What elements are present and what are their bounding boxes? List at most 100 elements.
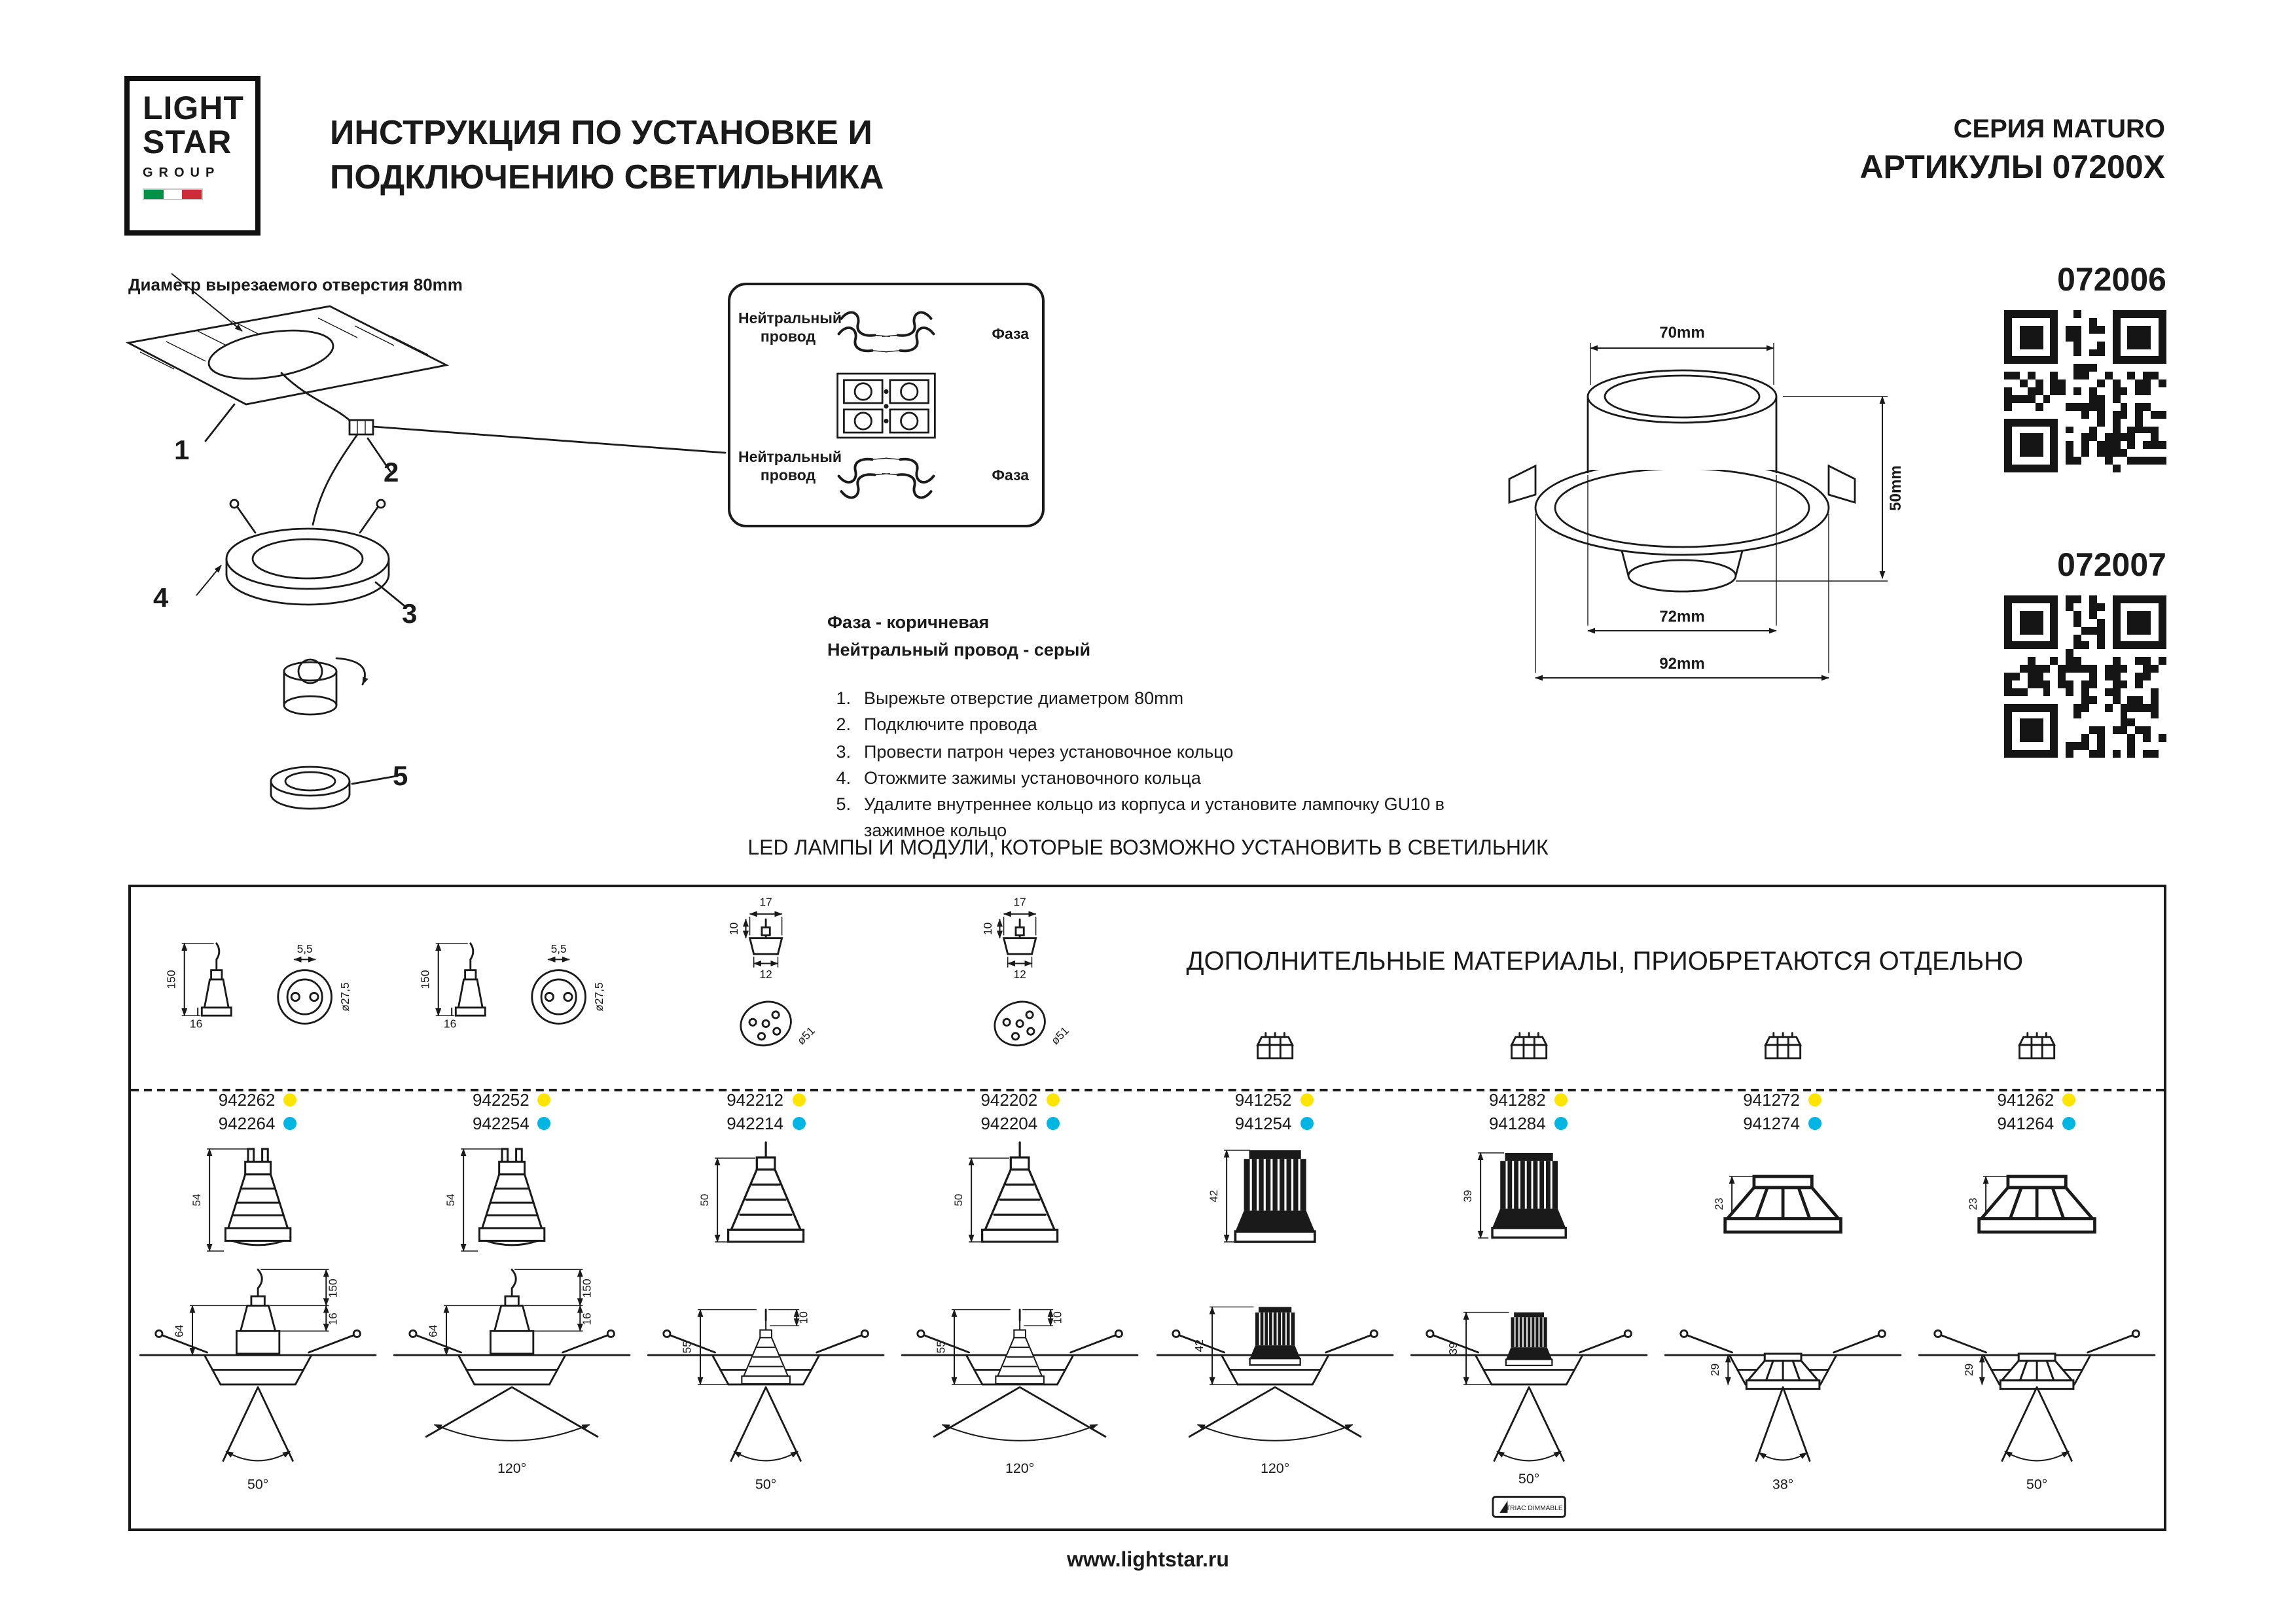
warm-white-dot xyxy=(1554,1093,1568,1107)
warm-white-dot xyxy=(1808,1093,1821,1107)
callout-4: 4 xyxy=(153,584,169,614)
series-name: СЕРИЯ MATURO xyxy=(1953,115,2165,144)
step-number: 2. xyxy=(836,715,851,735)
module-column-6: 941282 941284 39 39 50° xyxy=(1401,887,1655,1528)
article-code: 942214 xyxy=(726,1114,783,1134)
accessories-title: ДОПОЛНИТЕЛЬНЫЕ МАТЕРИАЛЫ, ПРИОБРЕТАЮТСЯ … xyxy=(1186,947,2024,976)
dim-label: 50 xyxy=(953,1193,965,1206)
dim-label: 16 xyxy=(327,1313,340,1325)
connector-icon xyxy=(1764,1032,1801,1059)
step-number: 1. xyxy=(836,688,851,708)
dim-label: 5,5 xyxy=(551,942,567,955)
dim-label: 12 xyxy=(760,968,772,981)
dashed-divider xyxy=(131,1089,2164,1091)
step-text: Удалите внутреннее кольцо из корпуса и у… xyxy=(864,794,1444,841)
article-code: 942202 xyxy=(980,1090,1038,1110)
module-column-1: 150 16 5,5 ø27,5 942262 942264 54 xyxy=(131,887,385,1528)
dim-label: ø51 xyxy=(795,1024,817,1047)
cool-white-dot xyxy=(1300,1117,1314,1131)
installation-diagram xyxy=(125,273,726,810)
article-code: 941254 xyxy=(1234,1114,1292,1134)
neutral-wire-label: Нейтральный провод xyxy=(738,311,842,345)
dim-label: 55 xyxy=(935,1340,948,1352)
warm-white-dot xyxy=(2062,1093,2076,1107)
wiring-diagram-box: Нейтральный провод Фаза Нейтральный пров… xyxy=(728,283,1045,527)
articles-label: АРТИКУЛЫ 07200X xyxy=(1859,149,2165,186)
installed-drawing: 29 38° xyxy=(1664,1329,1901,1492)
beam-angle-label: 50° xyxy=(755,1476,776,1492)
dim-label: 12 xyxy=(1014,968,1026,981)
module-column-3: 10 17 12 ø51 942212 942214 xyxy=(639,887,893,1528)
legend-line: Нейтральный провод - серый xyxy=(827,639,1091,660)
lamp-drawing: 23 xyxy=(1967,1137,2164,1261)
page-title: ИНСТРУКЦИЯ ПО УСТАНОВКЕ И ПОДКЛЮЧЕНИЮ СВ… xyxy=(330,110,884,200)
dim-label: 150 xyxy=(419,970,432,989)
dim-label: 10 xyxy=(728,923,741,935)
phase-wire-label: Фаза xyxy=(992,468,1029,484)
step-item: 3.Провести патрон через установочное кол… xyxy=(830,739,1445,766)
dim-label: 29 xyxy=(1708,1363,1721,1375)
dimension-label: 50mm xyxy=(1887,465,1905,510)
installed-drawing: 29 50° xyxy=(1918,1329,2156,1492)
dim-label: 10 xyxy=(797,1311,810,1324)
lamp-drawing: 50 xyxy=(699,1140,805,1243)
article-row: 942252 xyxy=(473,1091,552,1110)
module-column-4: 10 17 12 ø51 942202 942204 xyxy=(893,887,1147,1528)
lamp-drawing: 54 xyxy=(444,1147,546,1252)
footer-url: www.lightstar.ru xyxy=(1067,1549,1229,1572)
logo-word: LIGHT xyxy=(143,90,244,127)
article-row: 942214 xyxy=(726,1114,806,1134)
dim-label: 5,5 xyxy=(297,942,313,955)
dim-label: 10 xyxy=(982,923,995,935)
article-code: 942204 xyxy=(980,1114,1038,1134)
lamp-drawing: 50 xyxy=(953,1140,1059,1243)
lamp-drawing: 39 xyxy=(1461,1151,1567,1239)
article-code: 942262 xyxy=(218,1090,276,1110)
lamp-drawing: 54 xyxy=(190,1147,292,1252)
step-item: 5.Удалите внутреннее кольцо из корпуса и… xyxy=(830,792,1445,845)
dimension-label: 70mm xyxy=(1659,324,1704,342)
step-item: 4.Отожмите зажимы установочного кольца xyxy=(830,766,1445,792)
qr-code xyxy=(2004,595,2166,758)
step-number: 3. xyxy=(836,741,851,761)
article-row: 941254 xyxy=(1235,1114,1314,1134)
dim-label: 16 xyxy=(444,1017,456,1031)
module-column-2: 150 16 5,5 ø27,5 942252 942254 54 xyxy=(385,887,639,1528)
beam-angle-label: 50° xyxy=(247,1476,268,1492)
beam-angle-label: 120° xyxy=(1260,1460,1289,1475)
article-row: 942264 xyxy=(219,1114,298,1134)
article-row: 941274 xyxy=(1743,1114,1822,1134)
article-row: 942202 xyxy=(980,1091,1060,1110)
article-row: 942262 xyxy=(219,1091,298,1110)
warm-white-dot xyxy=(1046,1093,1060,1107)
dim-label: 39 xyxy=(1461,1190,1473,1202)
dim-label: ø27,5 xyxy=(338,982,351,1011)
article-code: 941284 xyxy=(1488,1114,1546,1134)
callout-5: 5 xyxy=(393,762,408,792)
installed-drawing: 150 16 64 120° xyxy=(393,1268,631,1475)
warm-white-dot xyxy=(537,1093,551,1107)
installed-drawing: 10 55 120° xyxy=(901,1308,1139,1475)
beam-angle-label: 50° xyxy=(1518,1471,1539,1487)
article-code: 941264 xyxy=(1997,1114,2054,1134)
dim-label: 50 xyxy=(699,1193,711,1206)
dim-label: 64 xyxy=(427,1324,440,1337)
cool-white-dot xyxy=(792,1117,805,1131)
beam-angle-label: 50° xyxy=(2026,1476,2047,1492)
beam-angle-label: 120° xyxy=(497,1460,526,1475)
article-code: 072007 xyxy=(2057,547,2166,584)
page-title-line: ПОДКЛЮЧЕНИЮ СВЕТИЛЬНИКА xyxy=(330,157,884,197)
article-row: 941272 xyxy=(1743,1091,1822,1110)
warm-white-dot xyxy=(283,1093,297,1107)
hole-diameter-note: Диаметр вырезаемого отверстия 80mm xyxy=(128,275,463,294)
article-row: 942204 xyxy=(980,1114,1060,1134)
cool-white-dot xyxy=(537,1117,551,1131)
article-code: 941274 xyxy=(1743,1114,1800,1134)
led-modules-box: ДОПОЛНИТЕЛЬНЫЕ МАТЕРИАЛЫ, ПРИОБРЕТАЮТСЯ … xyxy=(128,885,2166,1531)
dim-label: 10 xyxy=(1051,1311,1064,1324)
dim-label: 54 xyxy=(190,1193,203,1206)
cool-white-dot xyxy=(1046,1117,1060,1131)
article-row: 941282 xyxy=(1489,1091,1568,1110)
lamp-drawing: 42 xyxy=(1207,1148,1316,1243)
module-top-drawing: 10 17 12 ø51 xyxy=(982,896,1072,1053)
